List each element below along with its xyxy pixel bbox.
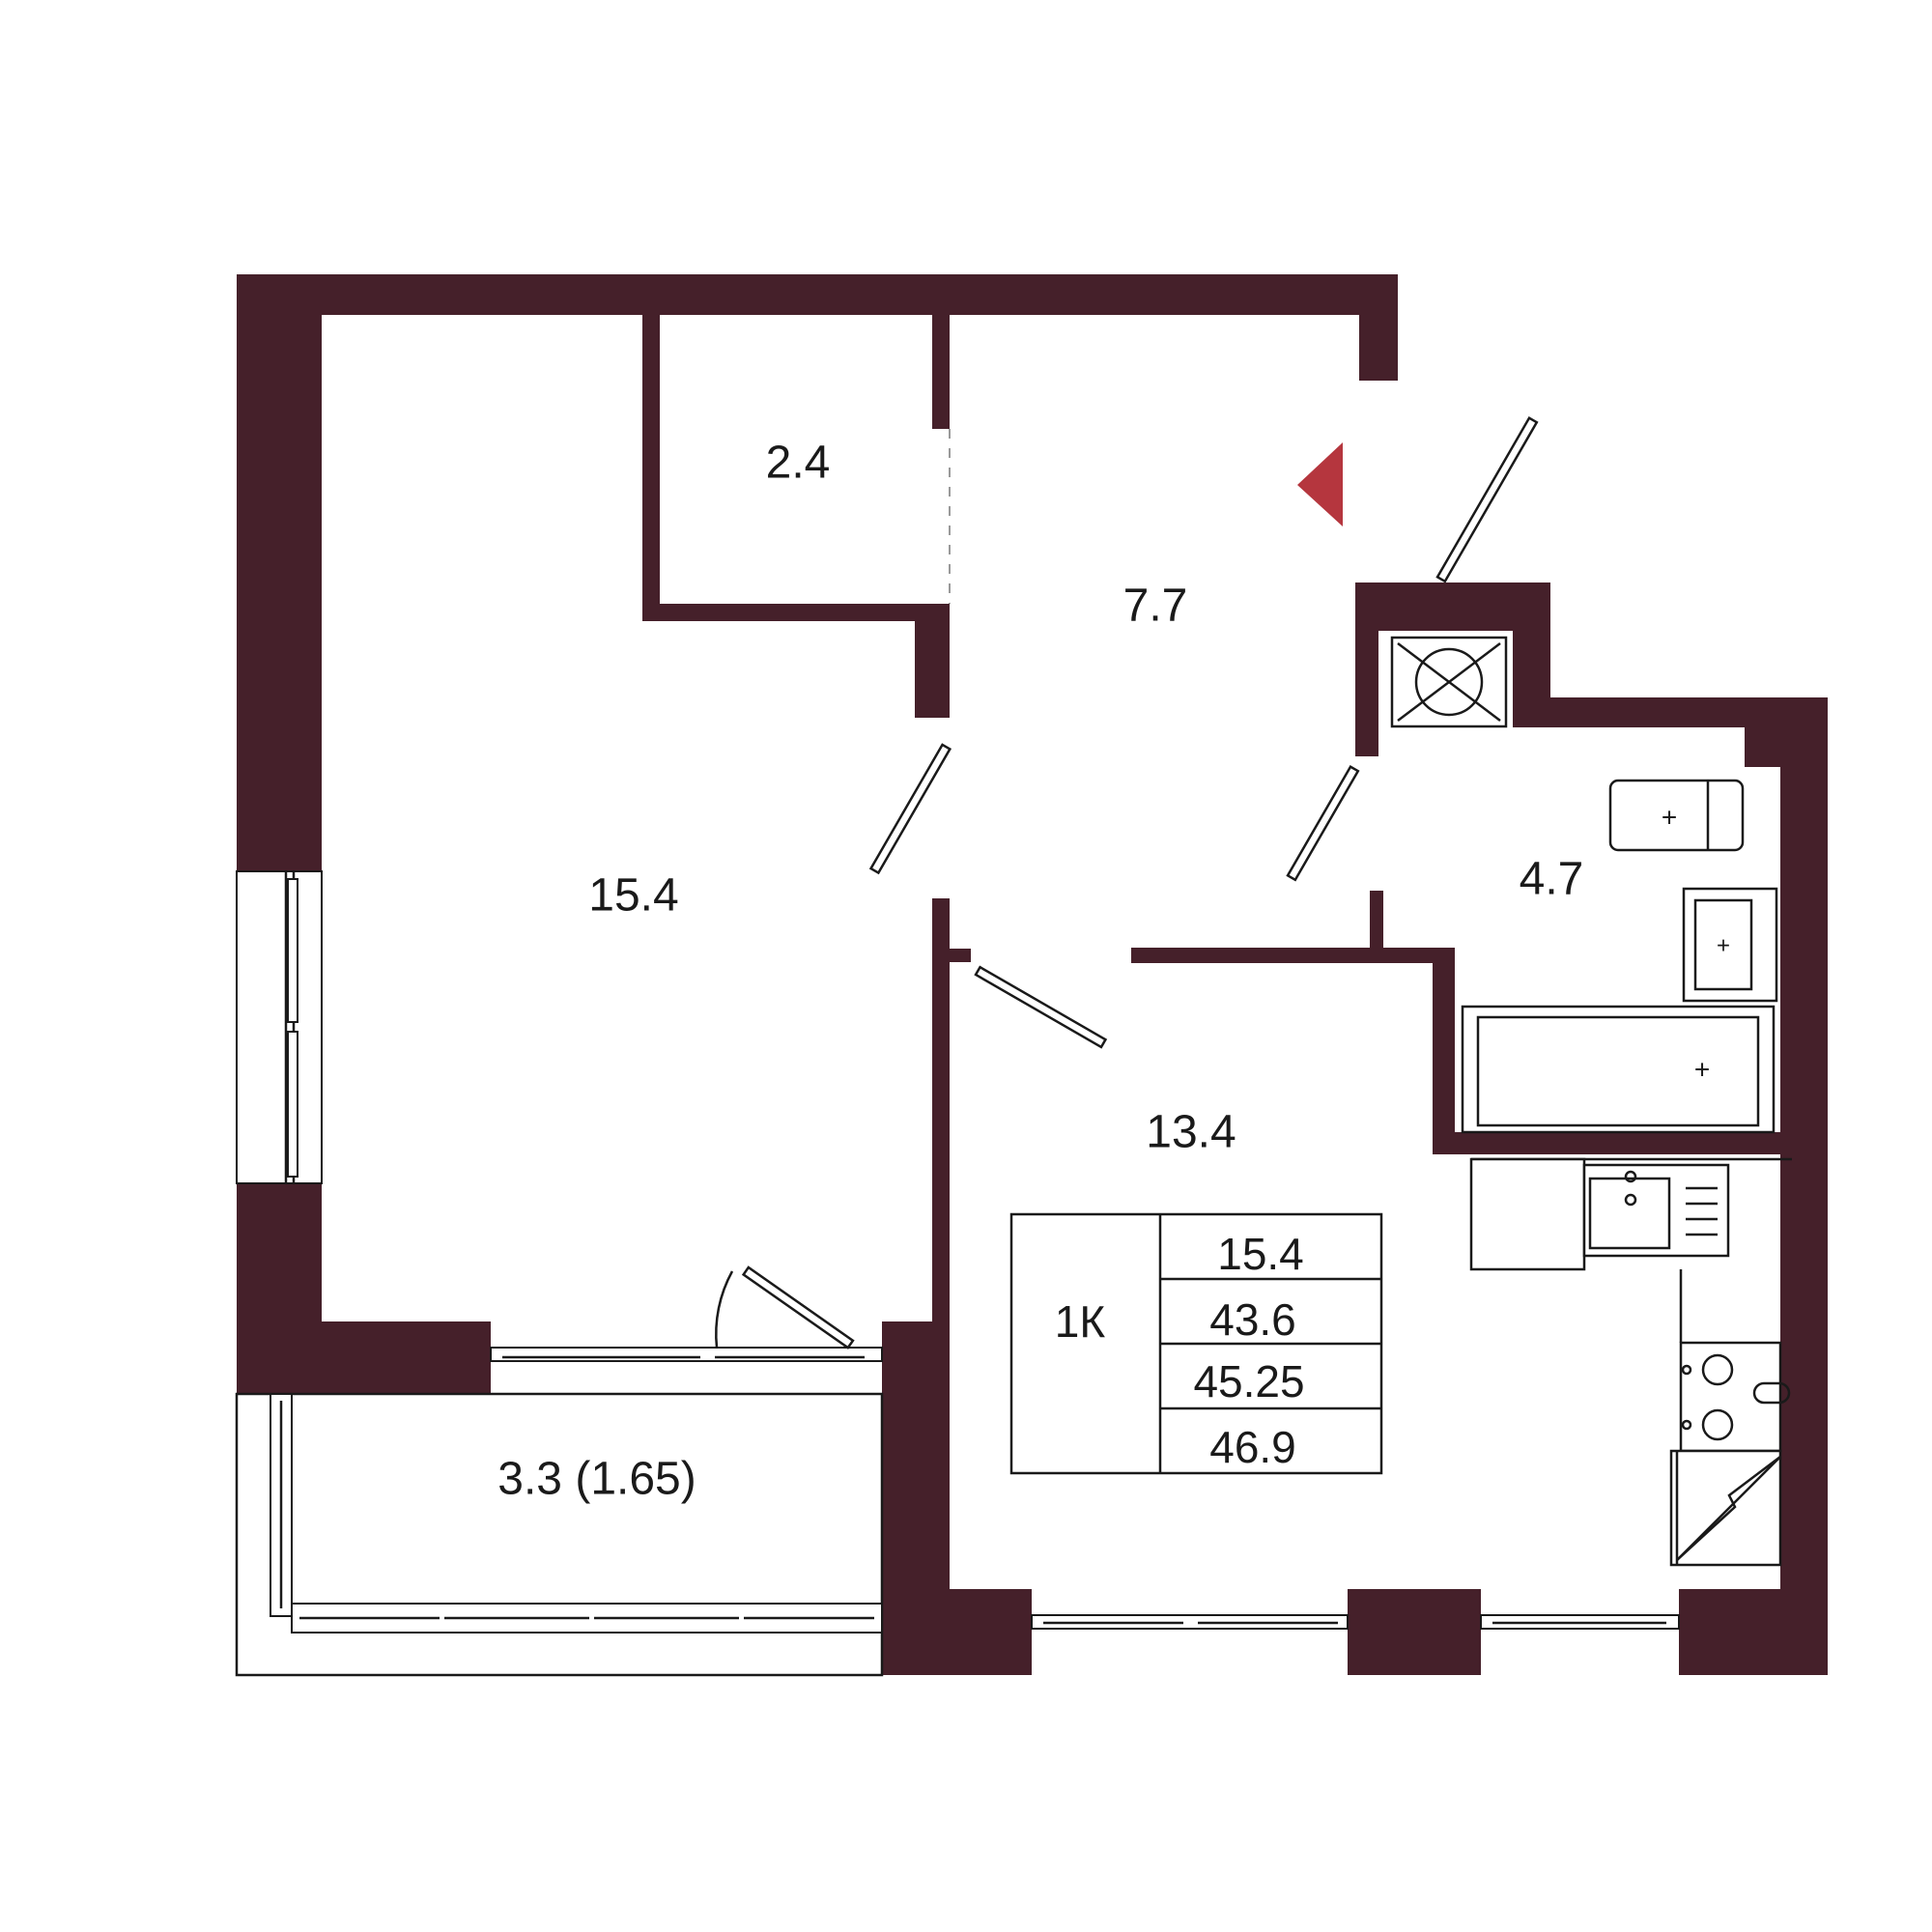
door-bedroom-leaf (868, 743, 952, 875)
wall-storage-right (932, 315, 950, 429)
wall-central-bottom-cap (882, 1321, 950, 1363)
window-sash-upper (287, 878, 298, 1023)
svg-text:+: + (1662, 802, 1677, 832)
area-summary-table: 1К 15.4 43.6 45.25 46.9 (1009, 1212, 1383, 1475)
svg-text:+: + (1694, 1054, 1710, 1084)
door-living-leaf (974, 965, 1108, 1049)
bathtub (1461, 1005, 1776, 1134)
doors (715, 416, 1539, 1350)
door-balcony-swing (715, 1270, 734, 1349)
wall-storage-left (642, 315, 660, 618)
wall-bottom-left (882, 1589, 1032, 1675)
door-entrance-leaf (1435, 416, 1539, 583)
wall-bathroom-bottom (1433, 1132, 1780, 1154)
kitchen-fixtures (1469, 1157, 1792, 1567)
window-balcony-door (490, 1347, 883, 1362)
balcony (235, 1392, 884, 1677)
wall-bottom-middle (1348, 1589, 1481, 1675)
kitchen-cabinet (1469, 1157, 1586, 1271)
kitchen-stove (1679, 1341, 1782, 1453)
walls (237, 274, 1828, 1675)
window-living-left (1031, 1614, 1349, 1630)
wall-bathroom-left-lower (1370, 891, 1383, 949)
summary-apartment-type: 1К (1055, 1296, 1106, 1347)
ventilation-shaft-icon (1390, 636, 1508, 728)
svg-text:+: + (1717, 932, 1730, 958)
wall-top (237, 274, 1398, 315)
summary-total-area: 43.6 (1209, 1294, 1296, 1345)
wall-bedroom-hall (915, 621, 950, 718)
wall-bathroom-living (1433, 948, 1455, 1154)
room-label-kitchen-living: 13.4 (1146, 1107, 1236, 1158)
room-label-hall: 7.7 (1123, 581, 1188, 632)
wall-left-upper (237, 274, 322, 871)
entrance-arrow-icon (1297, 442, 1343, 526)
bathroom-sink (1682, 887, 1778, 1003)
wall-left-lower (237, 1183, 322, 1394)
door-balcony-leaf (741, 1265, 855, 1350)
kitchen-sink (1582, 1163, 1730, 1258)
wall-bedroom-bottom (322, 1321, 491, 1394)
door-bathroom-leaf (1286, 765, 1360, 882)
toilet (1608, 779, 1745, 852)
wall-bedroom-living (932, 898, 950, 1321)
room-label-storage: 2.4 (766, 438, 831, 489)
wall-right (1780, 697, 1828, 1675)
balcony-outline (235, 1392, 884, 1677)
summary-living-area: 15.4 (1217, 1229, 1304, 1279)
wall-storage-bottom (642, 604, 950, 621)
bathroom-fixtures: + + + (1461, 779, 1778, 1134)
room-label-bathroom: 4.7 (1520, 854, 1584, 905)
window-bedroom-left (236, 870, 323, 1184)
wall-top-right-stub (1359, 274, 1398, 381)
window-sash-lower (287, 1031, 298, 1178)
windows (236, 870, 1680, 1630)
wall-bathroom-left-upper (1355, 582, 1378, 756)
summary-area-with-balcony: 45.25 (1193, 1356, 1304, 1406)
room-label-balcony: 3.3 (1.65) (497, 1454, 696, 1505)
wall-hall-bottom (1131, 948, 1455, 963)
room-label-bedroom: 15.4 (588, 870, 678, 922)
summary-full-area: 46.9 (1209, 1422, 1296, 1472)
wall-door-jamb (950, 949, 971, 962)
